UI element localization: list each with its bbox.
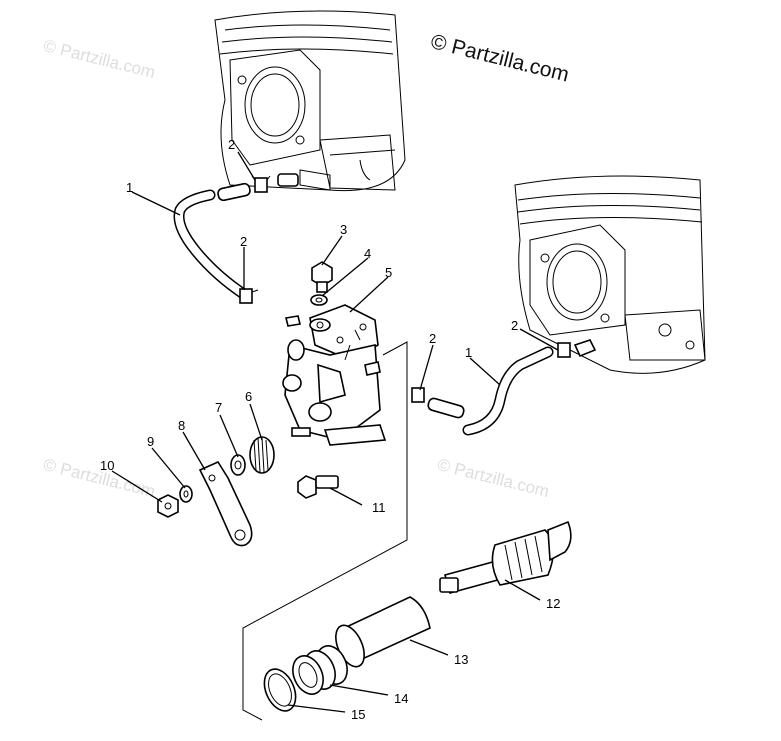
lock-washer xyxy=(179,485,193,503)
callout-2: 2 xyxy=(240,234,247,249)
clamp-left-mid xyxy=(239,288,259,304)
hex-nut xyxy=(157,494,179,518)
assembly-bracket-line xyxy=(242,341,408,721)
callout-14: 14 xyxy=(394,691,408,706)
clamp-left-top xyxy=(251,173,299,193)
callout-labels: 1 2 3 4 5 2 2 1 2 6 7 8 9 10 11 12 13 14… xyxy=(100,137,560,722)
callout-2: 2 xyxy=(429,331,436,346)
clamp-right-mid xyxy=(411,387,425,403)
callout-4: 4 xyxy=(364,246,371,261)
callout-9: 9 xyxy=(147,434,154,449)
callout-15: 15 xyxy=(351,707,365,722)
callout-1: 1 xyxy=(126,180,133,195)
callout-1: 1 xyxy=(465,345,472,360)
sealing-washer xyxy=(310,294,328,306)
pump-drive-shaft xyxy=(439,520,572,594)
shaft-spring xyxy=(292,645,348,695)
callout-3: 3 xyxy=(340,222,347,237)
pump-drive-gear xyxy=(249,436,275,474)
mounting-bolt xyxy=(297,475,339,499)
oil-pump xyxy=(282,304,387,446)
callout-12: 12 xyxy=(546,596,560,611)
oil-line-right xyxy=(427,346,554,436)
callout-13: 13 xyxy=(454,652,468,667)
callout-5: 5 xyxy=(385,265,392,280)
callout-2: 2 xyxy=(228,137,235,152)
callout-8: 8 xyxy=(178,418,185,433)
o-ring xyxy=(263,668,297,712)
leader-lines xyxy=(111,151,559,713)
callout-11: 11 xyxy=(372,500,386,515)
callout-7: 7 xyxy=(215,400,222,415)
callout-6: 6 xyxy=(245,389,252,404)
thrust-washer xyxy=(230,454,246,476)
clamp-right-top xyxy=(557,339,597,358)
callout-2: 2 xyxy=(511,318,518,333)
oil-line-left xyxy=(173,182,251,301)
banjo-bolt xyxy=(311,261,333,293)
callout-10: 10 xyxy=(100,458,114,473)
pump-control-lever xyxy=(198,460,253,547)
engine-cylinder-right xyxy=(514,175,706,374)
engine-cylinder-left xyxy=(214,10,406,192)
